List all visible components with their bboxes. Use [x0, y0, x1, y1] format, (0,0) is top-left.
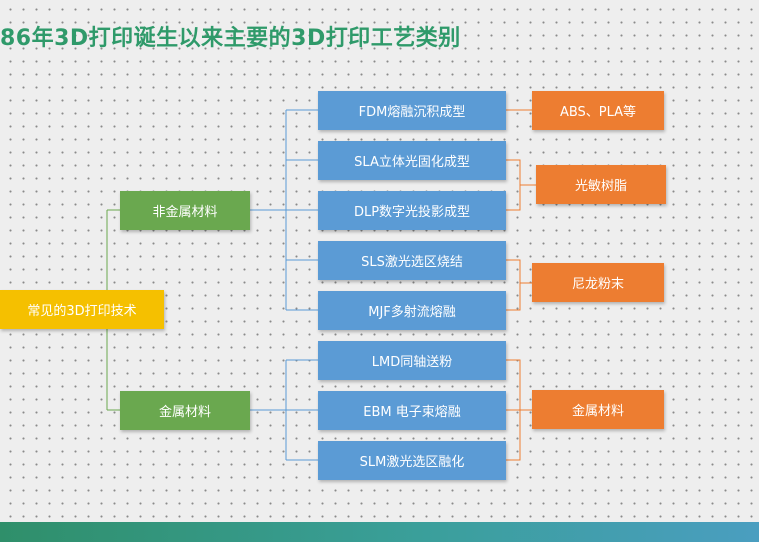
page-title: 86年3D打印诞生以来主要的3D打印工艺类别: [0, 26, 461, 51]
tech-sls: SLS激光选区烧结: [318, 241, 506, 280]
tech-dlp: DLP数字光投影成型: [318, 191, 506, 230]
material-abs-pla: ABS、PLA等: [532, 91, 664, 130]
tech-fdm: FDM熔融沉积成型: [318, 91, 506, 130]
material-photosensitive-resin: 光敏树脂: [536, 165, 666, 204]
material-metal: 金属材料: [532, 390, 664, 429]
category-nonmetal: 非金属材料: [120, 191, 250, 230]
tech-slm: SLM激光选区融化: [318, 441, 506, 480]
root-node: 常见的3D打印技术: [0, 290, 164, 329]
category-metal: 金属材料: [120, 391, 250, 430]
material-nylon-powder: 尼龙粉末: [532, 263, 664, 302]
tech-sla: SLA立体光固化成型: [318, 141, 506, 180]
tech-ebm: EBM 电子束熔融: [318, 391, 506, 430]
tech-mjf: MJF多射流熔融: [318, 291, 506, 330]
tech-lmd: LMD同轴送粉: [318, 341, 506, 380]
footer-bar: [0, 522, 759, 542]
